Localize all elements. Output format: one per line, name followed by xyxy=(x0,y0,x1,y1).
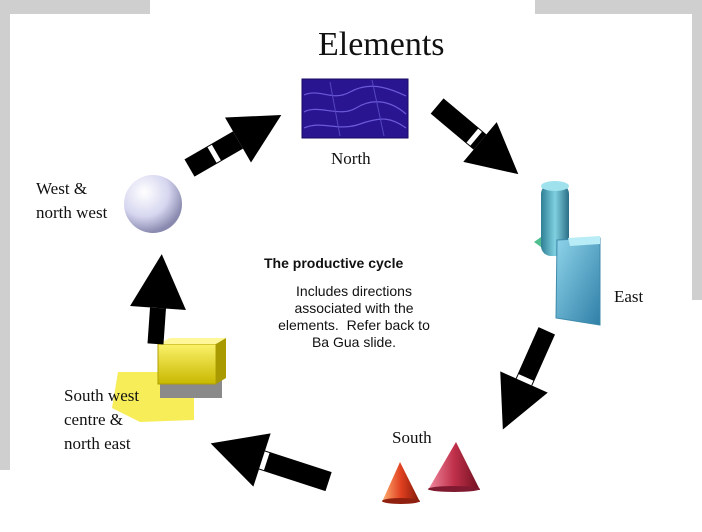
center-body-line-2: associated with the xyxy=(294,300,414,316)
diagram-title: Elements xyxy=(318,26,445,63)
label-north: North xyxy=(331,149,371,168)
label-east: East xyxy=(614,287,644,306)
center-body-line-3: elements. Refer back to xyxy=(278,317,430,333)
water-rectangle-icon xyxy=(301,78,409,139)
earth-cube-icon xyxy=(112,338,226,422)
frame-top-right xyxy=(535,0,702,14)
frame-left xyxy=(0,0,10,470)
center-body-line-1: Includes directions xyxy=(296,283,412,299)
label-south-west-line-1: South west xyxy=(64,386,140,405)
label-west-line-1: West & xyxy=(36,179,88,198)
frame-right xyxy=(692,0,702,300)
label-south-west: South west centre & north east xyxy=(64,384,139,456)
wood-cylinder-icon xyxy=(534,181,601,326)
label-south: South xyxy=(392,428,432,447)
center-body: Includes directions associated with the … xyxy=(252,283,456,351)
label-south-west-line-2: centre & xyxy=(64,410,123,429)
label-west: West & north west xyxy=(36,177,107,225)
frame-top-left xyxy=(0,0,150,14)
label-south-west-line-3: north east xyxy=(64,434,131,453)
center-heading: The productive cycle xyxy=(264,255,404,271)
cycle-arrows xyxy=(130,98,555,492)
center-body-line-4: Ba Gua slide. xyxy=(311,334,397,350)
label-west-line-2: north west xyxy=(36,203,108,222)
metal-sphere-icon xyxy=(124,175,182,233)
fire-cone-icon xyxy=(382,442,480,504)
